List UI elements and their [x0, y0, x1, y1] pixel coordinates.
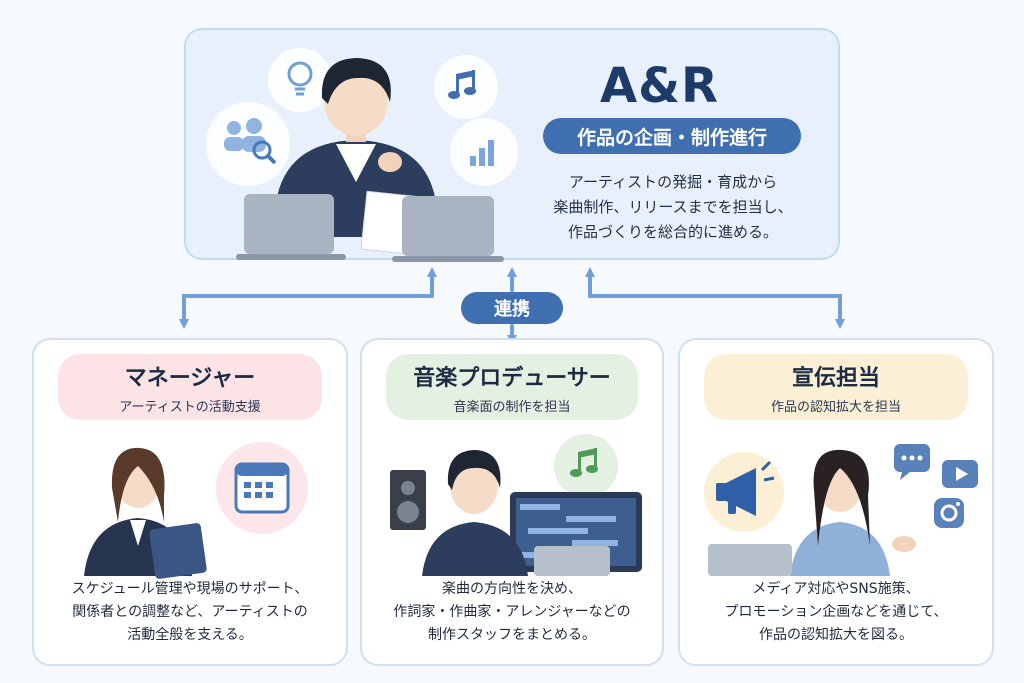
pr-description: メディア対応やSNS施策、 プロモーション企画などを通じて、 作品の認知拡大を図… [680, 578, 992, 647]
people-search-icon [224, 118, 277, 165]
producer-description-line: 楽曲の方向性を決め、 [442, 581, 582, 597]
music-note-icon [570, 448, 598, 477]
pr-card: 宣伝担当 作品の認知拡大を担当 メディア対応やSNS [678, 338, 994, 666]
producer-header: 音楽プロデューサー 音楽面の制作を担当 [386, 354, 638, 420]
manager-header: マネージャー アーティストの活動支援 [58, 354, 322, 420]
ar-illustration [206, 48, 518, 262]
ar-description-line: 楽曲制作、リリースまでを担当し、 [553, 198, 793, 216]
bar-chart-icon [470, 140, 494, 166]
ar-description-line: アーティストの発掘・育成から [568, 173, 778, 191]
lightbulb-icon [287, 61, 313, 96]
producer-card: 音楽プロデューサー 音楽面の制作を担当 楽曲の方向性を決め、 作詞家・作曲家・ア… [360, 338, 664, 666]
ar-title: A&R [600, 58, 719, 114]
music-note-icon [448, 70, 476, 99]
manager-description-line: 関係者との調整など、アーティストの [72, 604, 308, 620]
producer-description-line: 制作スタッフをまとめる。 [428, 627, 596, 643]
ar-description-line: 作品づくりを総合的に進める。 [567, 223, 778, 241]
ar-subtitle-pill: 作品の企画・制作進行 [543, 118, 801, 154]
video-play-icon [942, 460, 978, 488]
pr-description-line: 作品の認知拡大を図る。 [759, 627, 913, 643]
pr-illustration [704, 444, 978, 576]
chat-icon [894, 444, 930, 480]
manager-card: マネージャー アーティストの活動支援 スケジュール管理や現場のサポート、 関係者… [32, 338, 348, 666]
calendar-icon [234, 462, 290, 514]
producer-title: 音楽プロデューサー [413, 365, 611, 391]
speaker-icon [390, 470, 426, 530]
manager-subtitle: アーティストの活動支援 [119, 399, 261, 415]
manager-illustration [84, 442, 308, 579]
manager-description-line: 活動全般を支える。 [127, 627, 253, 643]
producer-description: 楽曲の方向性を決め、 作詞家・作曲家・アレンジャーなどの 制作スタッフをまとめる… [362, 578, 662, 647]
instagram-icon [934, 498, 964, 528]
pr-description-line: プロモーション企画などを通じて、 [724, 604, 948, 620]
pr-subtitle: 作品の認知拡大を担当 [770, 399, 901, 415]
producer-illustration [390, 434, 642, 576]
link-label-pill: 連携 [461, 292, 563, 324]
manager-description-line: スケジュール管理や現場のサポート、 [71, 581, 309, 597]
pr-description-line: メディア対応やSNS施策、 [752, 581, 920, 597]
pr-title: 宣伝担当 [791, 365, 880, 391]
arrow-to-manager [179, 294, 434, 329]
megaphone-icon [716, 460, 775, 516]
ar-description: アーティストの発掘・育成から 楽曲制作、リリースまでを担当し、 作品づくりを総合… [528, 170, 818, 245]
producer-description-line: 作詞家・作曲家・アレンジャーなどの [393, 604, 631, 620]
manager-title: マネージャー [124, 365, 256, 391]
ar-laptops [236, 194, 504, 262]
pr-header: 宣伝担当 作品の認知拡大を担当 [704, 354, 968, 420]
arrow-to-pr [588, 294, 845, 329]
manager-description: スケジュール管理や現場のサポート、 関係者との調整など、アーティストの 活動全般… [34, 578, 346, 647]
producer-subtitle: 音楽面の制作を担当 [453, 399, 571, 415]
